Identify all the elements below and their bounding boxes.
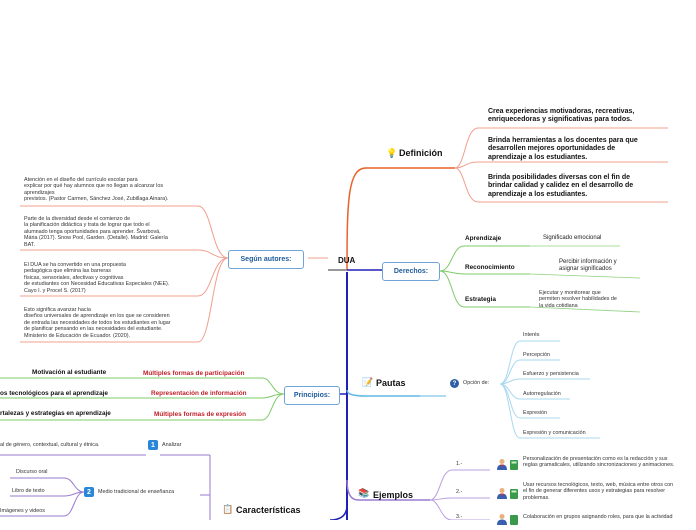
book-icon <box>510 512 518 525</box>
principios-value[interactable]: Múltiples formas de participación <box>143 370 245 377</box>
segun-autores-title: Según autores: <box>240 256 292 263</box>
center-topic[interactable]: DUA <box>338 256 356 265</box>
books-icon: 📚 <box>358 488 370 498</box>
pautas-item[interactable]: Interés <box>523 332 540 338</box>
person-icon <box>496 486 508 499</box>
derechos-label[interactable]: Estrategia <box>465 296 496 303</box>
number-one-icon: 1 <box>148 440 158 450</box>
pautas-title[interactable]: Pautas <box>376 378 406 388</box>
person-icon <box>496 457 508 470</box>
pautas-item[interactable]: Esfuerzo y persistencia <box>523 371 579 377</box>
derechos-node[interactable]: Derechos: <box>382 262 440 281</box>
definicion-item[interactable]: Brinda posibilidades diversas con el fin… <box>488 174 634 198</box>
segun-item[interactable]: Atención en el diseño del currículo esco… <box>24 177 169 203</box>
caracteristicas-item[interactable]: Libro de texto <box>12 488 45 494</box>
ejemplo-text[interactable]: Personalización de presentación como es … <box>523 456 675 469</box>
principios-value[interactable]: Representación de información <box>151 390 247 397</box>
derechos-label[interactable]: Reconocimiento <box>465 264 515 271</box>
ejemplo-text[interactable]: Colaboración en grupos asignando roles, … <box>523 514 673 520</box>
derechos-title: Derechos: <box>393 268 429 275</box>
definicion-item[interactable]: Brinda herramientas a los docentes para … <box>488 137 638 161</box>
caracteristicas-group-label[interactable]: Medio tradicional de enseñanza <box>98 489 175 495</box>
derechos-value[interactable]: Ejecutar y monitorear que permiten resol… <box>539 290 617 309</box>
lightbulb-icon: 💡 <box>386 148 398 158</box>
caracteristicas-item[interactable]: Imágenes y videos <box>0 508 45 514</box>
pautas-item[interactable]: Percepción <box>523 352 550 358</box>
caracteristicas-title[interactable]: Características <box>236 505 301 515</box>
principios-label[interactable]: Motivación al estudiante <box>32 369 107 376</box>
question-icon: ? <box>450 379 459 388</box>
ejemplo-num: 1.- <box>456 461 463 467</box>
principios-title: Principios: <box>293 392 331 399</box>
ejemplo-num: 3.- <box>456 514 463 520</box>
book-icon <box>510 486 518 499</box>
principios-label[interactable]: os tecnológicos para el aprendizaje <box>0 390 108 397</box>
number-two-icon: 2 <box>84 487 94 497</box>
derechos-label[interactable]: Aprendizaje <box>465 235 502 242</box>
pautas-item[interactable]: Expresión <box>523 410 547 416</box>
clipboard-icon: 📋 <box>222 504 234 514</box>
caracteristicas-item[interactable]: Discurso oral <box>16 469 48 475</box>
ejemplo-num: 2.- <box>456 489 463 495</box>
ejemplos-title[interactable]: Ejemplos <box>373 490 414 500</box>
segun-item[interactable]: Parte de la diversidad desde el comienzo… <box>24 216 168 248</box>
pautas-item[interactable]: Expresión y comunicación <box>523 430 586 436</box>
derechos-value[interactable]: Percibir información y asignar significa… <box>559 259 617 273</box>
segun-item[interactable]: Esto significa avanzar hacia diseños uni… <box>24 307 171 339</box>
segun-item[interactable]: El DUA se ha convertido en una propuesta… <box>24 262 170 294</box>
caracteristicas-group-label[interactable]: Analizar <box>162 442 182 448</box>
person-icon <box>496 512 508 525</box>
definicion-item[interactable]: Crea experiencias motivadoras, recreativ… <box>488 108 635 124</box>
segun-autores-node[interactable]: Según autores: <box>228 250 304 269</box>
definicion-title[interactable]: Definición <box>399 148 443 158</box>
principios-label[interactable]: rtalezas y estrategias en aprendizaje <box>0 410 111 417</box>
pautas-option-label[interactable]: Opción de: <box>463 380 490 386</box>
ejemplo-text[interactable]: Usar recursos tecnológicos, texto, web, … <box>523 482 674 501</box>
principios-node[interactable]: Principios: <box>284 386 340 405</box>
pautas-item[interactable]: Autorregulación <box>523 391 561 397</box>
principios-value[interactable]: Múltiples formas de expresión <box>154 411 246 418</box>
caracteristicas-item[interactable]: al de género, contextual, cultural y étn… <box>0 442 100 448</box>
derechos-value[interactable]: Significado emocional <box>543 235 602 241</box>
memo-icon: 📝 <box>362 377 374 387</box>
book-icon <box>510 457 518 470</box>
